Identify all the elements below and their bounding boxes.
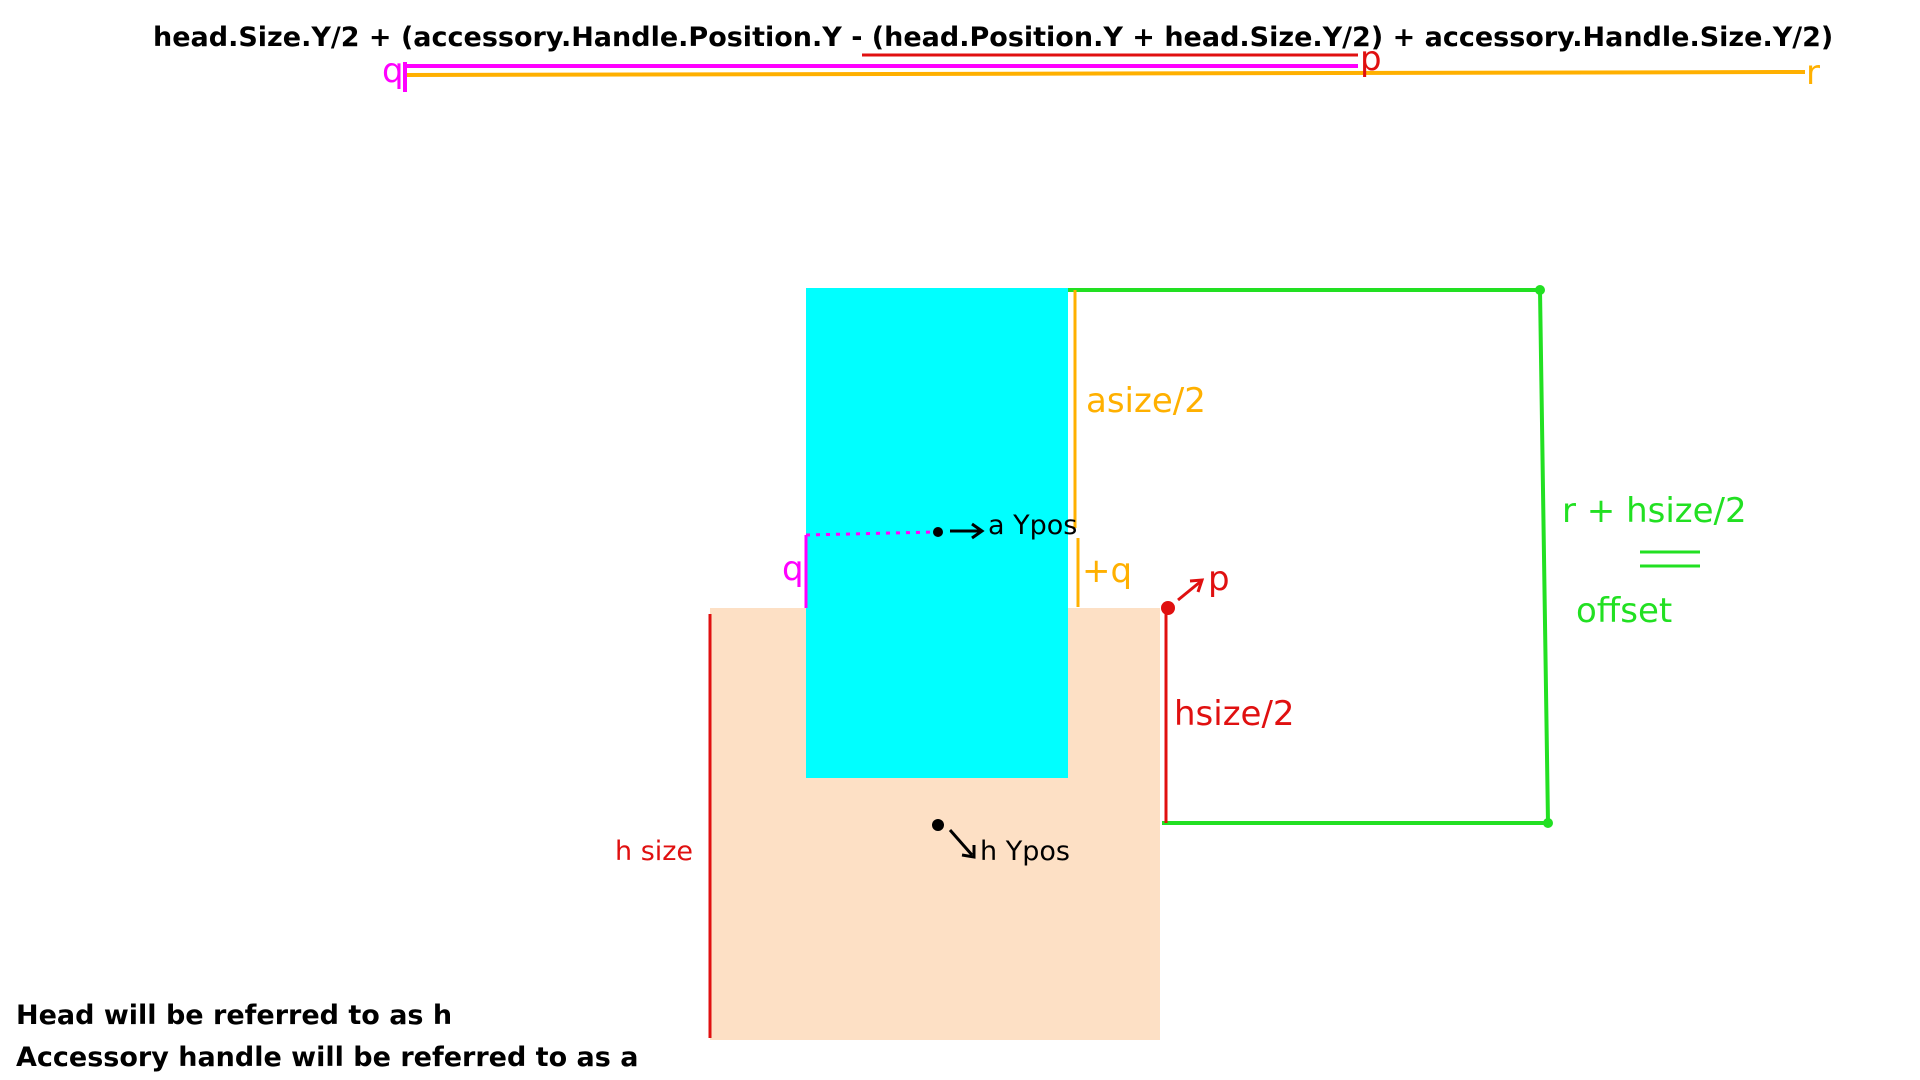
formula-marker-p: p (1360, 39, 1382, 79)
p-arrow (1177, 580, 1201, 602)
label-plus-q: +q (1082, 551, 1132, 591)
offset-bracket (1068, 288, 1551, 825)
a-ypos-dot (933, 527, 943, 537)
r-bracket-line (404, 70, 1806, 77)
label-h-size: h size (615, 836, 693, 867)
a-ypos-arrowhead (971, 522, 985, 540)
formula-text: head.Size.Y/2 + (accessory.Handle.Positi… (153, 22, 1833, 53)
h-ypos-dot (932, 819, 944, 831)
label-hsize-half: hsize/2 (1174, 694, 1295, 734)
h-ypos-arrowhead (961, 845, 976, 859)
label-asize-half: asize/2 (1086, 381, 1206, 421)
formula-marker-r: r (1806, 53, 1820, 93)
label-r-plus-hsize-half: r + hsize/2 (1562, 491, 1747, 531)
label-p: p (1208, 559, 1230, 599)
offset-top-dot (1535, 285, 1545, 295)
a-ypos-dotted-line (805, 530, 936, 537)
legend-line-1: Head will be referred to as h (16, 1000, 452, 1031)
label-offset: offset (1576, 591, 1672, 631)
formula-marker-q: q (382, 51, 404, 91)
label-q: q (782, 549, 804, 589)
legend-line-2: Accessory handle will be referred to as … (16, 1042, 638, 1073)
h-ypos-arrow (948, 829, 974, 856)
label-h-ypos: h Ypos (980, 836, 1070, 867)
p-point (1161, 601, 1175, 615)
p-arrowhead (1189, 578, 1205, 593)
label-a-ypos: a Ypos (988, 510, 1077, 541)
offset-bottom-dot (1543, 818, 1553, 828)
